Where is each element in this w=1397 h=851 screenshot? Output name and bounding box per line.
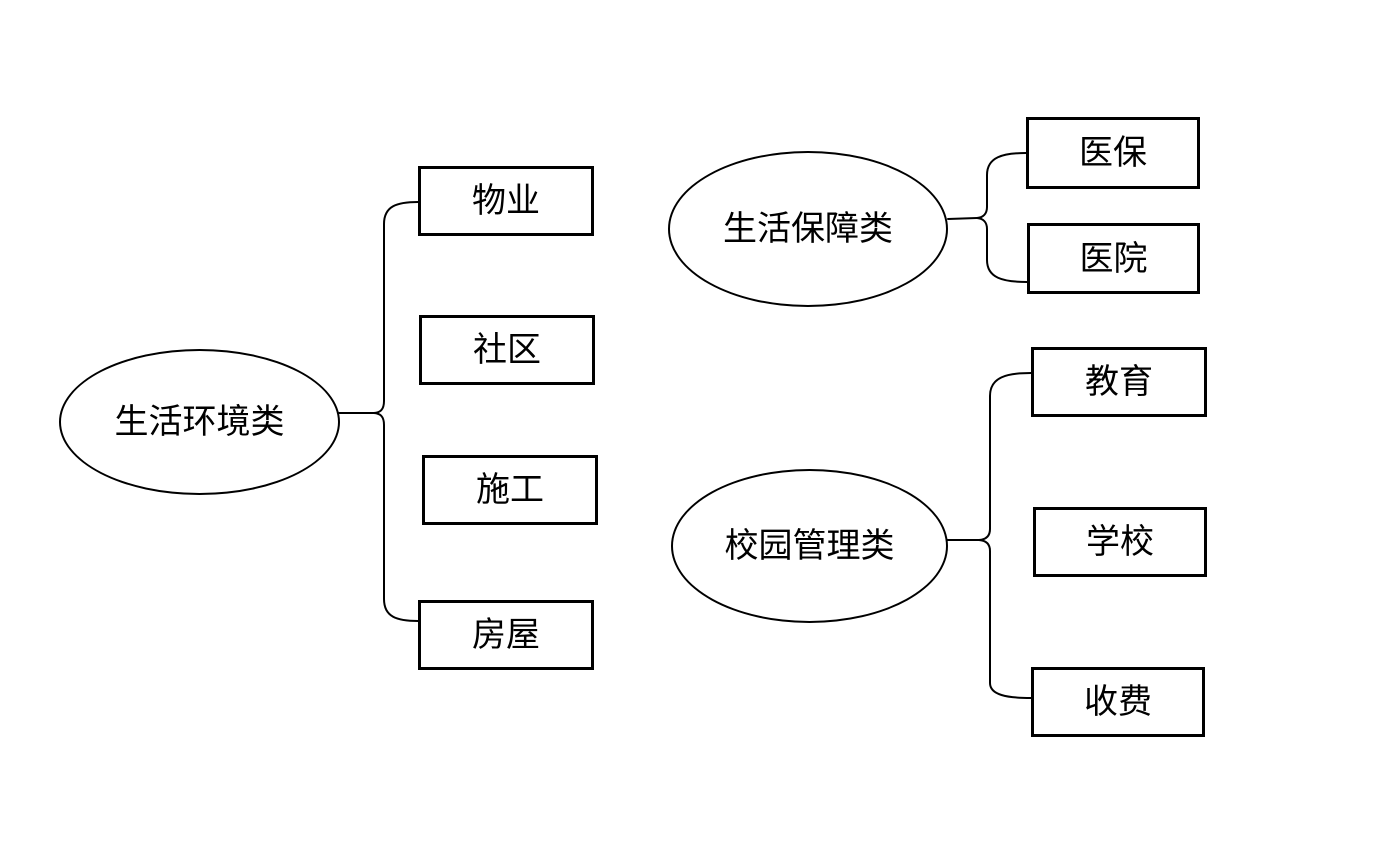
- child-label-community: 社区: [473, 331, 541, 369]
- category-node-living-security: 生活保障类: [668, 151, 948, 307]
- category-label-living-security: 生活保障类: [723, 210, 893, 248]
- brace-living-environment: [373, 201, 419, 622]
- child-label-medical-insurance: 医保: [1079, 134, 1147, 172]
- child-label-construction: 施工: [476, 471, 544, 509]
- brace-campus-management: [978, 372, 1032, 699]
- child-label-housing: 房屋: [472, 616, 540, 654]
- child-node-fees: 收费: [1031, 667, 1205, 737]
- connector-line-living-security: [947, 217, 978, 220]
- category-label-living-environment: 生活环境类: [114, 403, 285, 441]
- child-label-school: 学校: [1086, 523, 1154, 561]
- child-label-property: 物业: [472, 182, 540, 220]
- child-node-property: 物业: [418, 166, 594, 236]
- child-label-fees: 收费: [1084, 683, 1152, 721]
- category-label-campus-management: 校园管理类: [724, 527, 895, 565]
- category-node-campus-management: 校园管理类: [671, 469, 948, 623]
- child-node-community: 社区: [419, 315, 595, 385]
- child-node-hospital: 医院: [1027, 223, 1200, 294]
- child-node-school: 学校: [1033, 507, 1207, 577]
- child-label-education: 教育: [1085, 363, 1153, 401]
- brace-living-security: [976, 152, 1028, 283]
- child-label-hospital: 医院: [1079, 239, 1148, 278]
- child-node-medical-insurance: 医保: [1026, 117, 1200, 189]
- child-node-construction: 施工: [422, 455, 598, 525]
- category-node-living-environment: 生活环境类: [59, 349, 340, 495]
- child-node-housing: 房屋: [418, 600, 594, 670]
- child-node-education: 教育: [1031, 347, 1207, 417]
